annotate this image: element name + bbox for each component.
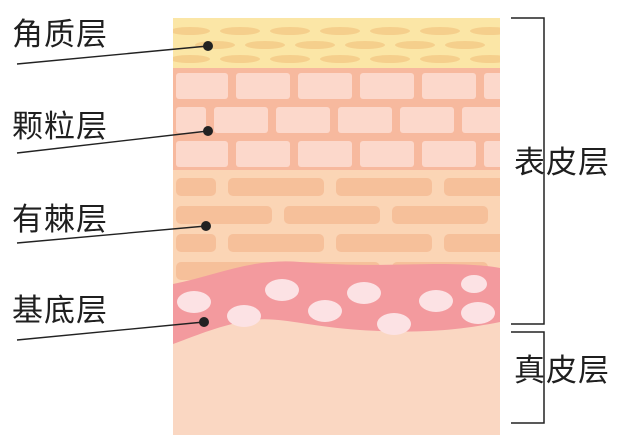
label-dermis: 真皮层	[514, 353, 610, 389]
pointer-line-spinosum	[16, 225, 207, 244]
pointer-dots	[199, 41, 213, 327]
basale-cells	[177, 275, 495, 335]
stratum-basale-band	[173, 261, 500, 344]
pointer-dot-granulosum	[203, 126, 213, 136]
pointer-lines	[16, 45, 209, 341]
pointer-dot-basale	[199, 317, 209, 327]
epidermis-bracket	[511, 17, 545, 325]
pointer-line-granulosum	[16, 130, 209, 154]
pointer-line-basale	[16, 321, 205, 341]
label-stratum-granulosum: 颗粒层	[12, 109, 108, 145]
label-stratum-basale: 基底层	[12, 293, 108, 329]
label-stratum-spinosum: 有棘层	[12, 202, 108, 238]
pointer-dot-corneum	[203, 41, 213, 51]
pointer-line-corneum	[16, 45, 209, 65]
label-epidermis: 表皮层	[514, 145, 610, 181]
label-stratum-corneum: 角质层	[12, 17, 108, 53]
granulosum-cells	[176, 73, 500, 167]
dermis-bracket	[511, 331, 545, 424]
pointer-dot-spinosum	[201, 221, 211, 231]
corneum-cells	[173, 27, 500, 63]
